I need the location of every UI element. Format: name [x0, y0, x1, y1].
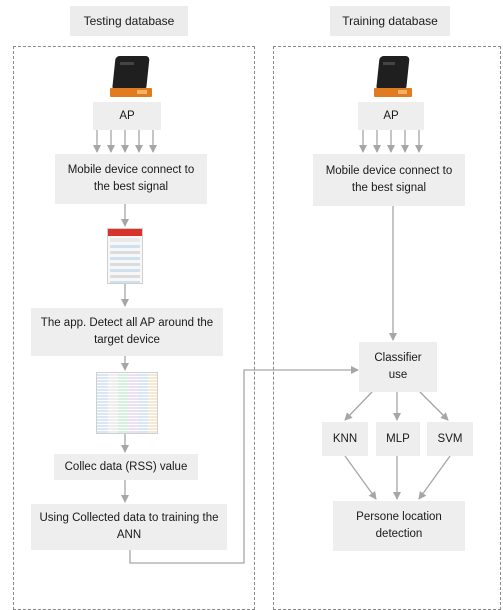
- classifier-box: Classifier use: [359, 342, 437, 392]
- testing-ap-box: AP: [93, 102, 161, 130]
- svm-box: SVM: [427, 422, 473, 456]
- phone-app-icon: [107, 228, 143, 284]
- router-icon: [110, 54, 152, 100]
- knn-box: KNN: [322, 422, 368, 456]
- rss-data-table-icon: [96, 372, 158, 434]
- router-icon: [374, 54, 412, 100]
- training-database-header: Training database: [330, 6, 450, 36]
- testing-mobile-device-box: Mobile device connect to the best signal: [55, 154, 207, 204]
- detect-ap-box: The app. Detect all AP around the target…: [31, 308, 223, 356]
- testing-database-header: Testing database: [70, 6, 188, 36]
- train-ann-box: Using Collected data to training the ANN: [31, 504, 227, 550]
- collect-rss-box: Collec data (RSS) value: [54, 454, 198, 480]
- mlp-box: MLP: [376, 422, 420, 456]
- person-location-detection-box: Persone location detection: [333, 501, 465, 551]
- training-ap-box: AP: [358, 102, 424, 130]
- training-mobile-device-box: Mobile device connect to the best signal: [313, 154, 465, 206]
